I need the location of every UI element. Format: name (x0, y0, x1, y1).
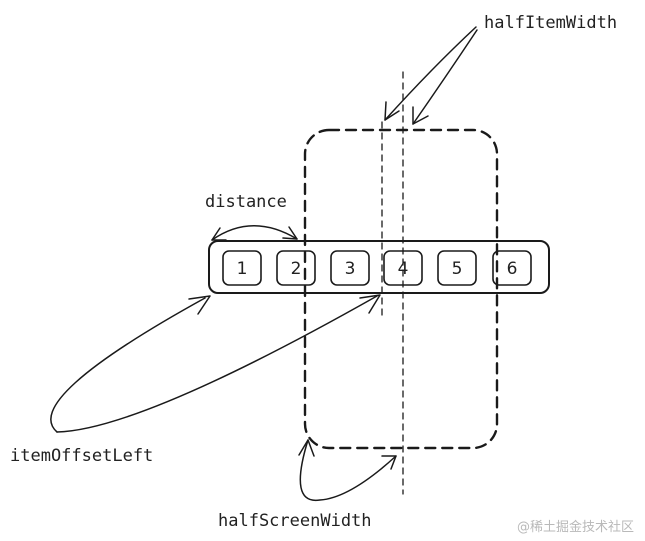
item-4-label: 4 (398, 259, 409, 279)
arrow-head (412, 106, 429, 125)
distance-arrow (211, 225, 298, 241)
item-3-label: 3 (345, 259, 356, 279)
half-screen-width-arrow (298, 439, 397, 502)
watermark: @稀土掘金技术社区 (517, 519, 634, 535)
screen-outline (303, 128, 499, 450)
item-5-label: 5 (452, 259, 463, 279)
distance-label: distance (205, 192, 287, 212)
arrow-head (282, 226, 298, 240)
item-6-label: 6 (507, 259, 518, 279)
list-item-box (276, 250, 316, 286)
item-offset-left-label: itemOffsetLeft (10, 446, 153, 466)
item-offset-left-arrows (50, 294, 381, 433)
list-item-box (222, 250, 262, 286)
half-item-width-arrows (384, 26, 478, 125)
list-item-box (330, 250, 370, 286)
list-item-box (437, 250, 477, 286)
list-item-box (492, 250, 532, 286)
arrow-head (298, 439, 315, 457)
list-container (208, 240, 550, 294)
half-screen-width-curve (299, 439, 397, 502)
arrow-to-target-item (56, 295, 378, 433)
item-1-label: 1 (237, 259, 248, 279)
half-screen-width-label: halfScreenWidth (218, 511, 372, 531)
arrow-to-screen-center (412, 29, 478, 125)
arrow-to-item-center (384, 26, 477, 121)
arrow-head (188, 295, 211, 315)
item-2-label: 2 (291, 259, 302, 279)
distance-curve (211, 225, 298, 241)
half-item-width-label: halfItemWidth (484, 13, 617, 33)
arrow-head (381, 455, 397, 470)
item-labels: 1 2 3 4 5 6 (237, 259, 518, 279)
arrow-to-list-start (50, 297, 206, 433)
arrow-head (211, 227, 227, 241)
arrow-head (359, 294, 381, 314)
arrow-head (384, 101, 400, 121)
list-item-box (383, 250, 423, 286)
item-boxes (222, 250, 532, 286)
